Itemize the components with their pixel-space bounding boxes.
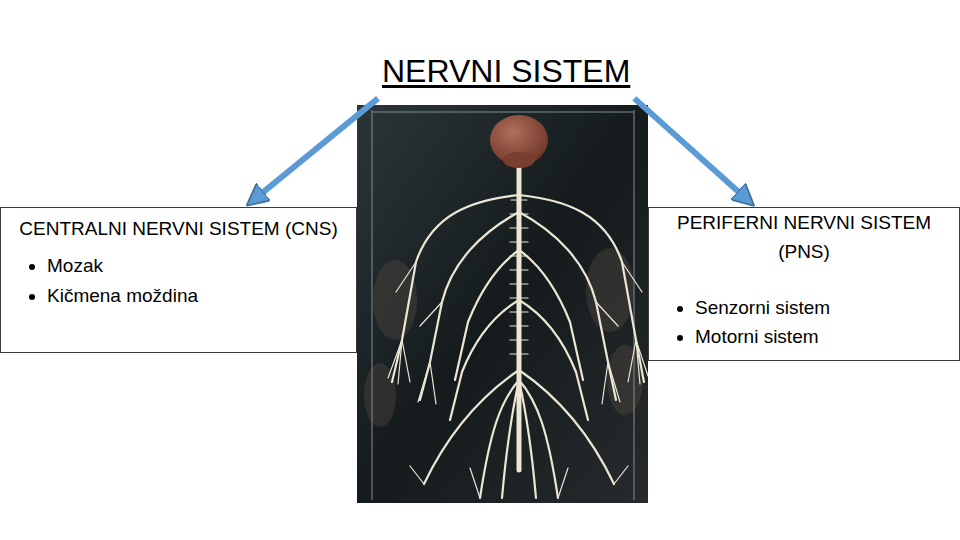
- bullet-list: MozakKičmena moždina: [13, 251, 344, 310]
- bullet-item: Kičmena moždina: [47, 281, 344, 310]
- bullet-list: Senzorni sistemMotorni sistem: [661, 293, 947, 352]
- hierarchy-arrow: [250, 98, 378, 203]
- background-visitors: [364, 248, 643, 427]
- heading-node: NERVNI SISTEM: [378, 50, 634, 92]
- cerebellum: [503, 152, 535, 168]
- diagram-title: NERVNI SISTEM: [382, 52, 630, 90]
- bullet-item: Mozak: [47, 251, 344, 280]
- bullet-item: Senzorni sistem: [695, 293, 947, 322]
- category-box: CENTRALNI NERVNI SISTEM (CNS) MozakKičmen…: [0, 207, 357, 353]
- photo-background: [357, 105, 648, 503]
- nerves: [388, 160, 648, 498]
- box-heading: PERIFERNI NERVNI SISTEM (PNS): [661, 208, 947, 267]
- category-box: PERIFERNI NERVNI SISTEM (PNS) Senzorni si…: [648, 207, 960, 361]
- box-heading: CENTRALNI NERVNI SISTEM (CNS): [13, 214, 344, 243]
- hierarchy-arrow: [634, 98, 751, 203]
- bullet-item: Motorni sistem: [695, 322, 947, 351]
- glass-case: [372, 110, 634, 500]
